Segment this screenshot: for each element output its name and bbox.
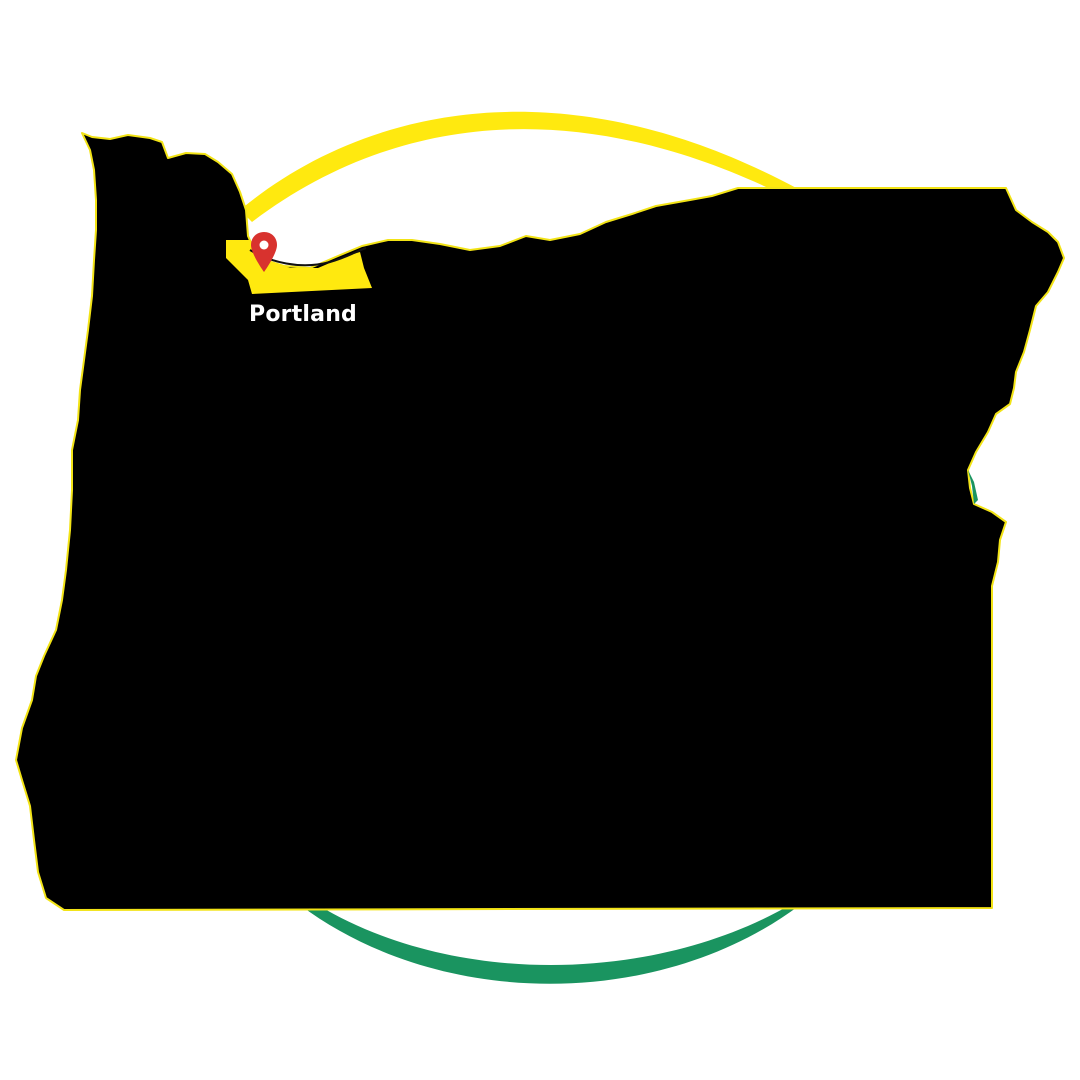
- eastern-border-accent: [968, 470, 978, 504]
- ring-arc-green: [300, 905, 800, 984]
- portland-metro-area: [226, 240, 372, 294]
- map-pin-icon[interactable]: [251, 232, 277, 272]
- city-label-portland: Portland: [249, 302, 358, 327]
- ring-arc-yellow: [240, 111, 800, 222]
- oregon-state-silhouette: [15, 132, 1065, 911]
